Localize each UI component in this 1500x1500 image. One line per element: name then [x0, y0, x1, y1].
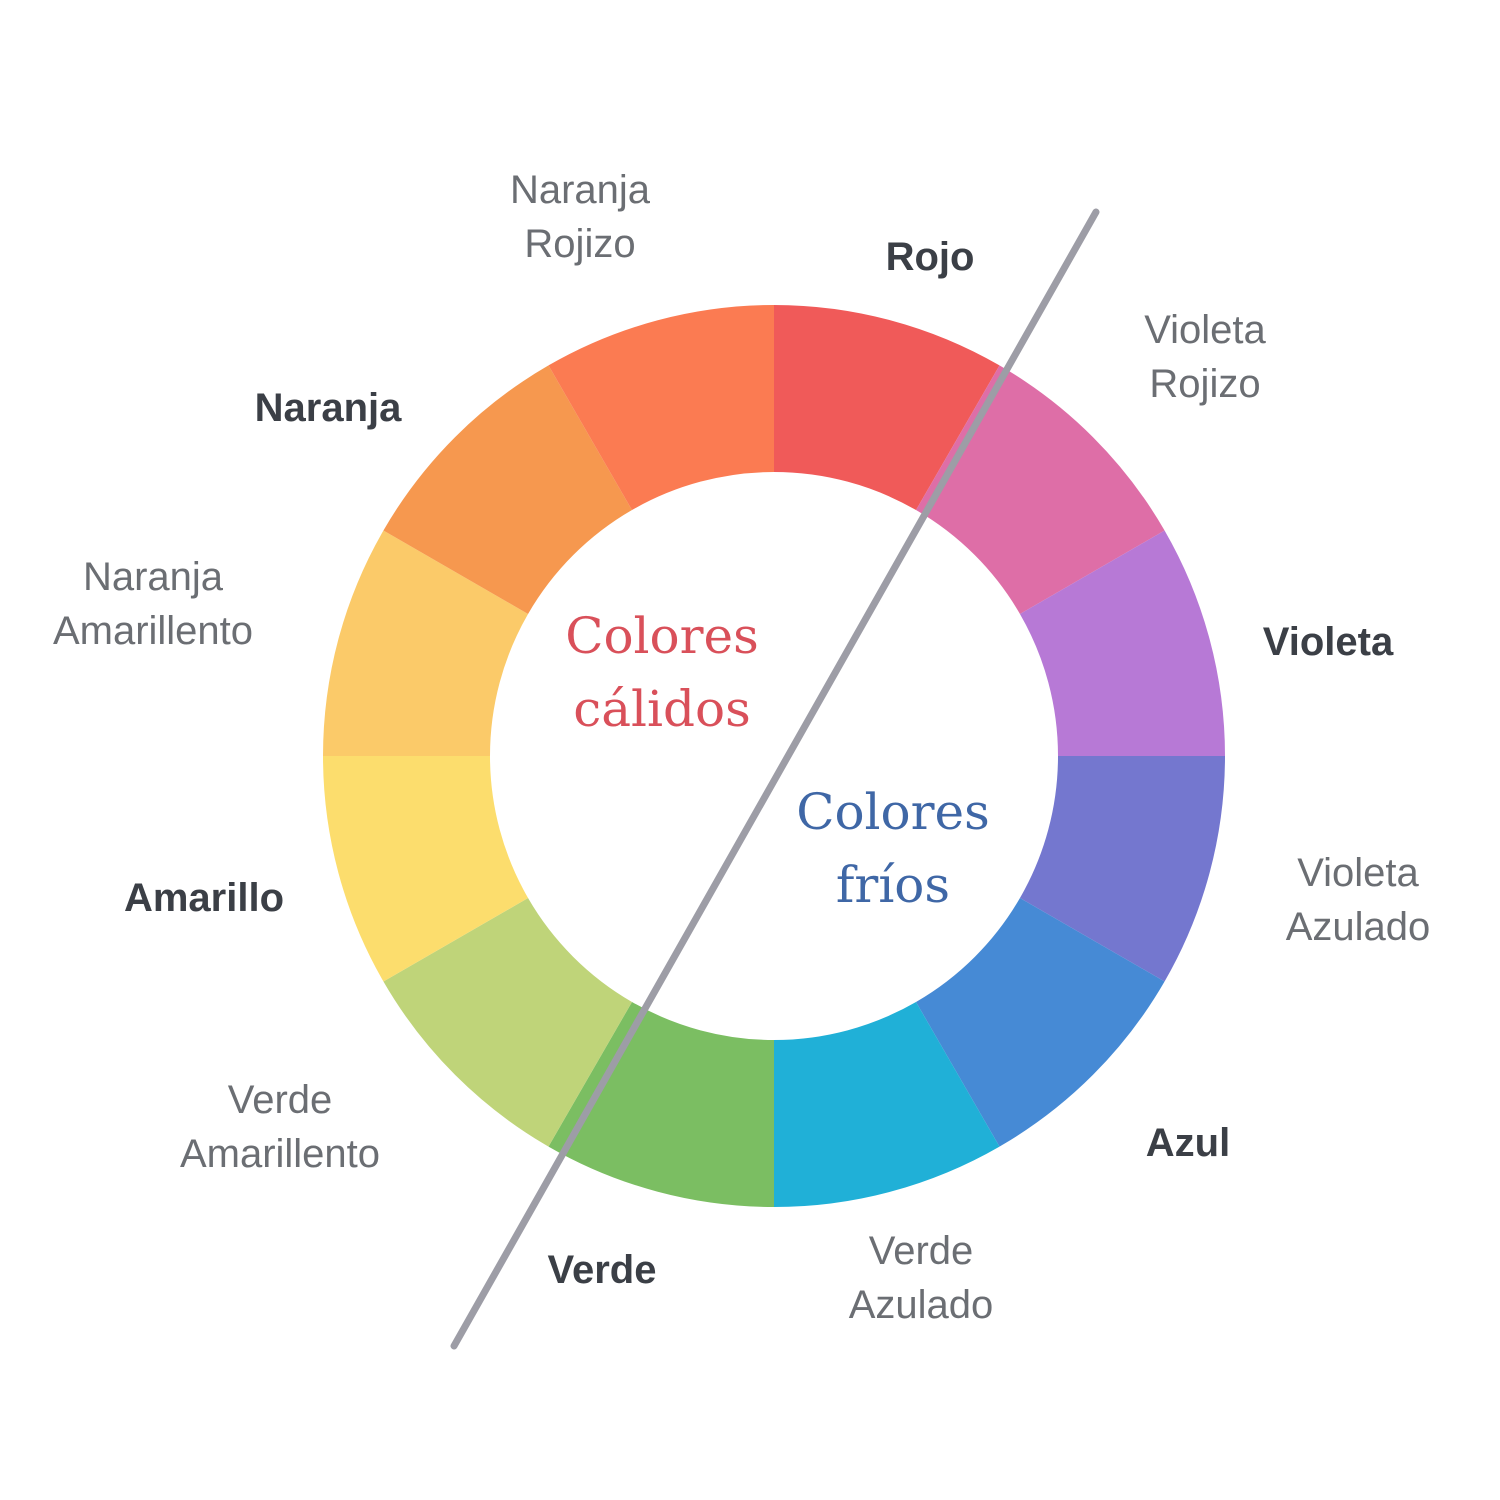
label-line: Naranja: [83, 555, 224, 599]
label-line: Naranja: [510, 168, 651, 212]
label-rojo: Rojo: [886, 235, 975, 279]
label-line: Amarillento: [53, 609, 253, 653]
label-line: Verde: [228, 1078, 333, 1122]
label-line: Verde: [548, 1248, 657, 1292]
segment-violeta-azulado: [1019, 756, 1225, 982]
label-line: Azulado: [1286, 905, 1431, 949]
segment-verde-azulado: [774, 1001, 1000, 1207]
cool-label-line1: Colores: [796, 783, 990, 841]
label-line: Violeta: [1144, 308, 1266, 352]
cool-label-line2: fríos: [836, 856, 950, 914]
segment-naranja-rojizo: [548, 305, 774, 511]
segment-azul: [916, 898, 1165, 1147]
segment-verde-amarillento: [383, 898, 632, 1147]
warm-colors-label: Colores cálidos: [565, 607, 759, 738]
label-line: Rojo: [886, 235, 975, 279]
segment-violeta-rojizo: [916, 365, 1165, 614]
wheel-segments: [323, 305, 1225, 1207]
label-line: Rojizo: [1149, 362, 1260, 406]
label-line: Naranja: [255, 386, 402, 430]
segment-naranja-amarillento: [323, 530, 529, 756]
segment-amarillo: [323, 756, 529, 982]
label-line: Violeta: [1263, 620, 1394, 664]
segment-verde: [548, 1001, 774, 1207]
segment-violeta: [1019, 530, 1225, 756]
label-violeta: Violeta: [1263, 620, 1394, 664]
warm-label-line2: cálidos: [573, 680, 751, 738]
label-azul: Azul: [1146, 1121, 1230, 1165]
label-line: Verde: [869, 1229, 974, 1273]
label-amarillo: Amarillo: [124, 876, 284, 920]
label-verde: Verde: [548, 1248, 657, 1292]
label-naranja: Naranja: [255, 386, 402, 430]
warm-label-line1: Colores: [565, 607, 759, 665]
label-line: Azul: [1146, 1121, 1230, 1165]
label-line: Amarillo: [124, 876, 284, 920]
label-line: Rojizo: [524, 222, 635, 266]
cool-colors-label: Colores fríos: [796, 783, 990, 914]
warm-cool-divider-line: [450, 208, 1100, 1350]
label-line: Violeta: [1297, 851, 1419, 895]
segment-naranja: [383, 365, 632, 614]
label-line: Amarillento: [180, 1132, 380, 1176]
segment-rojo: [774, 305, 1000, 511]
label-line: Azulado: [849, 1283, 994, 1327]
